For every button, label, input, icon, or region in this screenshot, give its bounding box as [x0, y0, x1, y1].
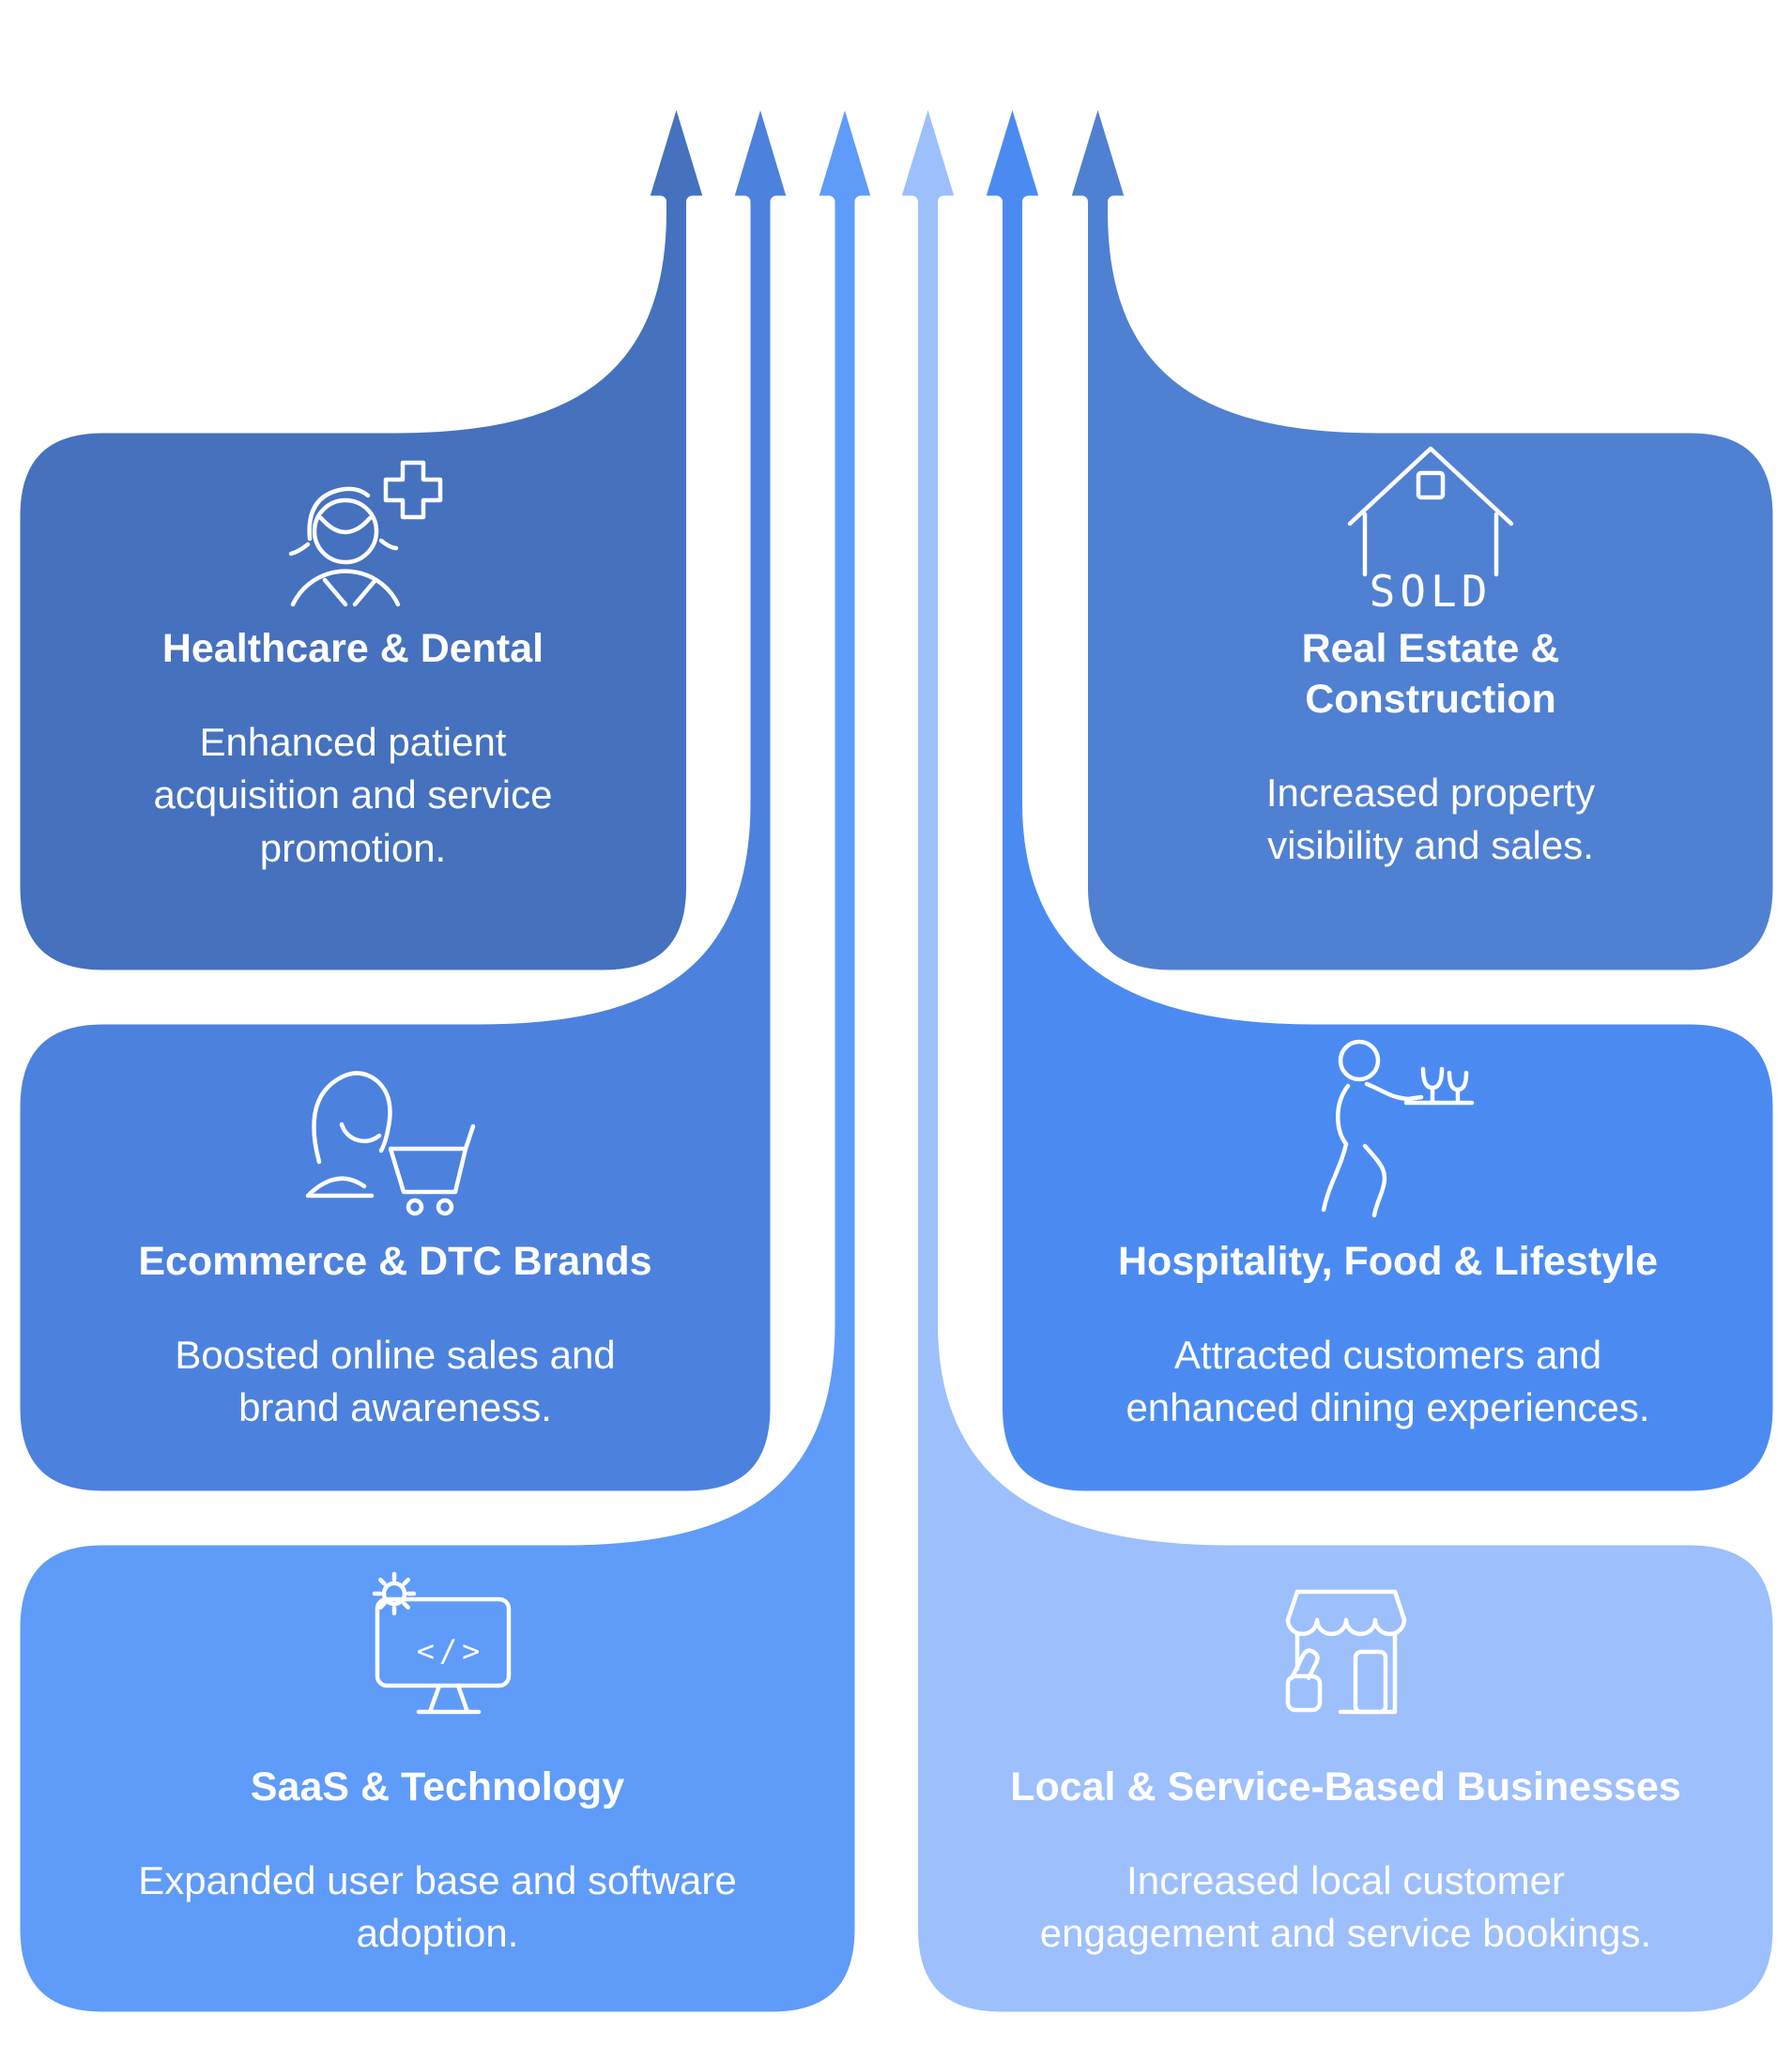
- sold-house-icon: SOLD: [1347, 446, 1514, 617]
- card-saas: SaaS & Technology Expanded user base and…: [14, 1763, 861, 1961]
- code-glyph: </>: [417, 1633, 485, 1669]
- card-title: Local & Service-Based Businesses: [1010, 1764, 1681, 1809]
- waiter-with-tray-icon: [1321, 1039, 1475, 1218]
- card-title: Hospitality, Food & Lifestyle: [1118, 1239, 1658, 1284]
- card-description: Expanded user base and software adoption…: [138, 1857, 737, 1956]
- monitor-gear-code-icon: </>: [372, 1571, 512, 1715]
- card-real-estate: Real Estate & Construction Increased pro…: [1082, 624, 1779, 873]
- flow-hospitality-arrow-shape: [972, 83, 1785, 1504]
- card-description: Boosted online sales and brand awareness…: [175, 1332, 616, 1430]
- flow-real-estate-arrow-shape: [1057, 83, 1785, 983]
- flow-saas-arrow-shape: [8, 83, 885, 2024]
- flow-ecommerce-arrow-shape: [8, 83, 801, 1504]
- card-description: Increased property visibility and sales.: [1265, 770, 1596, 868]
- card-ecommerce: Ecommerce & DTC Brands Boosted online sa…: [14, 1237, 776, 1435]
- card-title: Healthcare & Dental: [161, 626, 544, 671]
- card-healthcare: Healthcare & Dental Enhanced patient acq…: [14, 624, 692, 876]
- card-description: Enhanced patient acquisition and service…: [153, 719, 553, 871]
- card-title: SaaS & Technology: [250, 1764, 625, 1809]
- card-local: Local & Service-Based Businesses Increas…: [912, 1763, 1779, 1961]
- card-description: Increased local customer engagement and …: [1039, 1857, 1652, 1956]
- card-title: Real Estate & Construction: [1301, 626, 1560, 722]
- card-hospitality: Hospitality, Food & Lifestyle Attracted …: [997, 1237, 1779, 1435]
- flow-local-arrow-shape: [887, 83, 1785, 2024]
- flow-healthcare-arrow-shape: [8, 83, 717, 983]
- shopper-with-cart-icon: [305, 1071, 476, 1216]
- card-title: Ecommerce & DTC Brands: [138, 1239, 652, 1284]
- sold-label: SOLD: [1370, 566, 1493, 617]
- storefront-thumbs-up-icon: [1285, 1589, 1407, 1715]
- card-description: Attracted customers and enhanced dining …: [1126, 1332, 1650, 1430]
- patient-with-medical-cross-icon: [288, 460, 443, 607]
